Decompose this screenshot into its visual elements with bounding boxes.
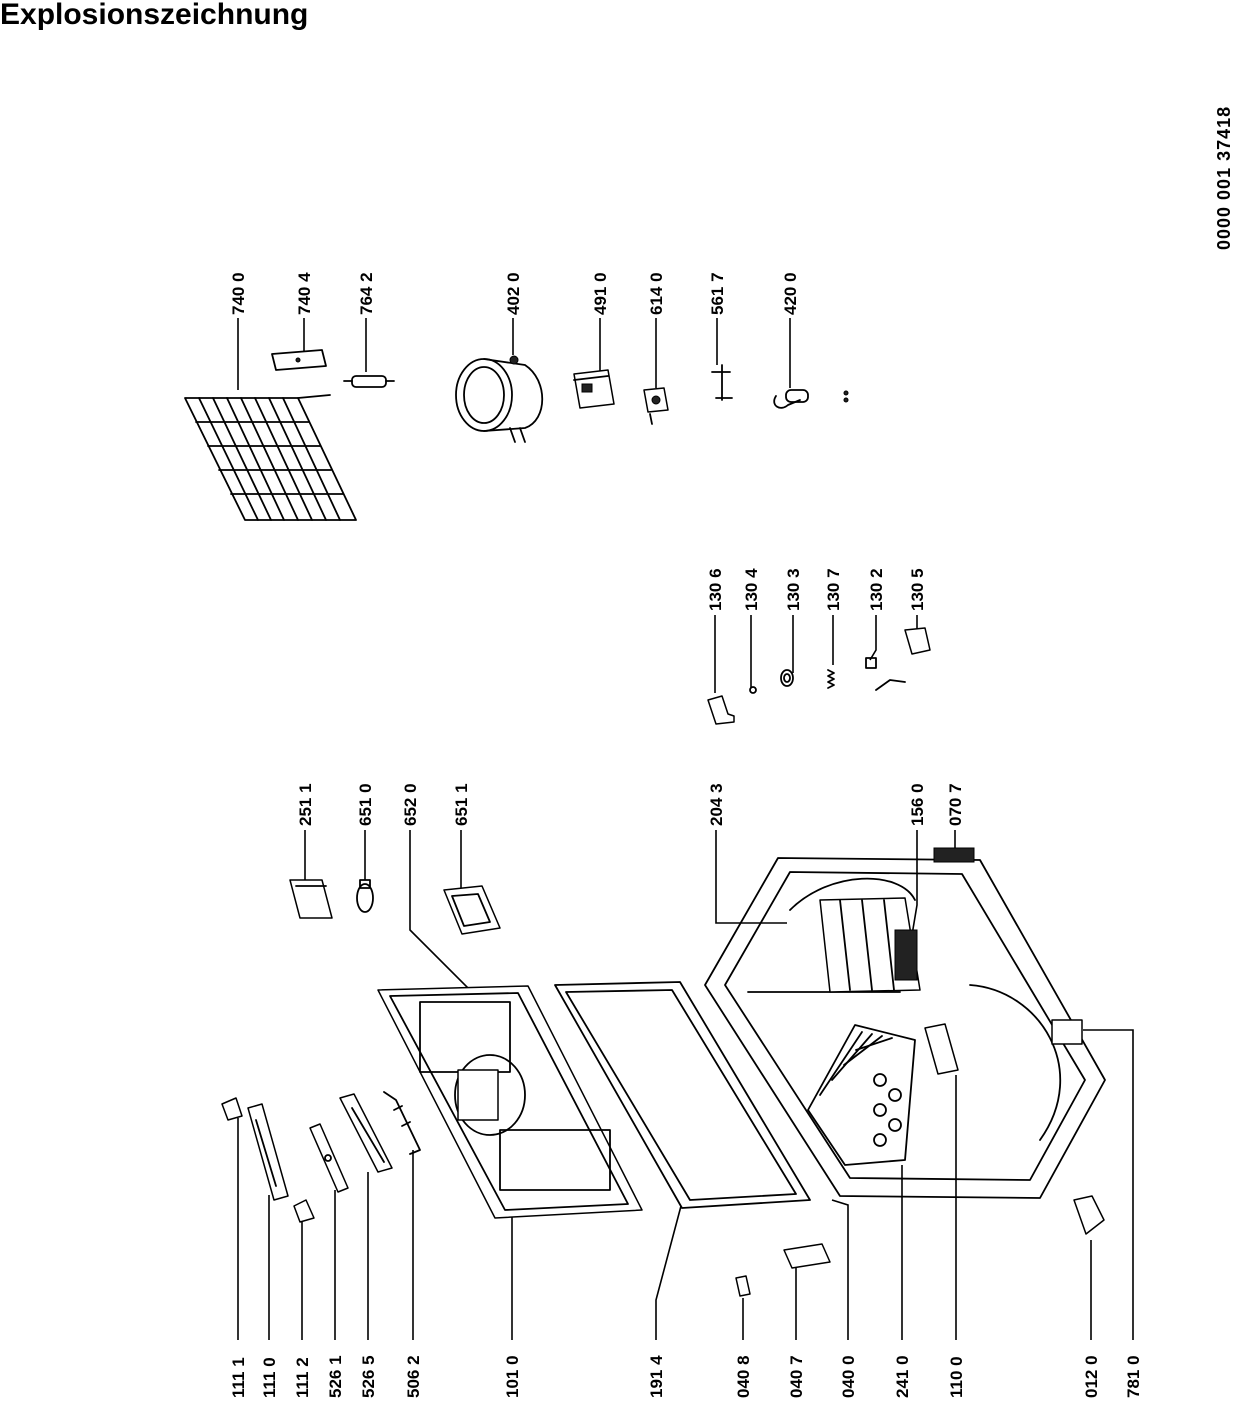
handle-bar-part-1110: [247, 1103, 289, 1201]
cabinet-body-part: [704, 847, 1106, 1199]
part-label: 251 1: [296, 783, 315, 826]
part-label: 651 0: [356, 783, 375, 826]
part-label: 070 7: [946, 783, 965, 826]
part-label: 130 5: [908, 568, 927, 611]
part-label: 561 7: [708, 272, 727, 315]
part-label: 130 6: [706, 568, 725, 611]
screw-part-1304: [749, 686, 757, 694]
part-label: 040 0: [839, 1355, 858, 1398]
part-label: 111 2: [293, 1357, 312, 1398]
part-label: 506 2: [404, 1355, 423, 1398]
hinge-cap-part-1112: [293, 1199, 315, 1223]
part-label: 740 4: [295, 272, 314, 315]
page-title: Explosionszeichnung: [0, 0, 309, 31]
part-label: 241 0: [893, 1355, 912, 1398]
part-label: 130 4: [742, 568, 761, 611]
thermostat-part: [643, 387, 669, 425]
part-label: 652 0: [401, 783, 420, 826]
part-label: 130 7: [824, 568, 843, 611]
lid-part-1010: [377, 985, 643, 1219]
part-label: 130 2: [867, 568, 886, 611]
hinge-bracket-part-1305: [904, 627, 931, 655]
part-label: 040 7: [787, 1355, 806, 1398]
hinge-arm-part-1302: [865, 657, 906, 691]
part-label: 420 0: [781, 272, 800, 315]
part-label: 191 4: [647, 1355, 666, 1398]
latch-part-0408: [735, 1275, 751, 1297]
spring-part-1303: [780, 669, 794, 687]
lock-part-5265: [339, 1093, 393, 1173]
lock-part-5261: [309, 1123, 349, 1193]
handle-part-2511: [289, 879, 333, 919]
part-label: 040 8: [734, 1355, 753, 1398]
filter-drier-part: [343, 375, 395, 388]
spring-part-1307: [827, 669, 835, 689]
part-labels: 111 1 111 0 111 2 526 1 526 5 506 2 101 …: [229, 272, 1143, 1398]
part-label: 781 0: [1124, 1355, 1143, 1398]
part-label: 614 0: [647, 272, 666, 315]
part-label: 101 0: [503, 1355, 522, 1398]
part-label: 402 0: [504, 272, 523, 315]
part-label: 526 5: [359, 1355, 378, 1398]
hinge-part-1306: [707, 695, 735, 725]
bracket-part-7404: [271, 349, 327, 371]
hinge-cap-part-1111: [221, 1097, 243, 1121]
part-label: 764 2: [357, 272, 376, 315]
leader-lines: [237, 318, 1134, 1340]
part-label: 110 0: [947, 1356, 966, 1398]
cable-holder-part: [711, 364, 733, 401]
part-label: 111 0: [260, 1357, 279, 1398]
gasket-part-1914: [554, 981, 811, 1209]
part-label: 130 3: [784, 568, 803, 611]
capacitor-part: [773, 389, 849, 409]
part-label: 111 1: [229, 1357, 248, 1398]
part-label: 526 1: [326, 1355, 345, 1398]
switch-part-5062: [383, 1091, 421, 1155]
relay-box-part: [573, 369, 615, 409]
hinge-part-0407: [783, 1243, 831, 1269]
part-label: 012 0: [1082, 1355, 1101, 1398]
part-label: 204 3: [707, 783, 726, 826]
part-label: 740 0: [229, 272, 248, 315]
condenser-coil-part: [184, 394, 357, 521]
bracket-part-0120: [1073, 1195, 1105, 1235]
lamp-cover-part-6511: [443, 885, 501, 935]
part-label: 491 0: [591, 272, 610, 315]
lamp-part-6510: [356, 879, 374, 913]
part-label: 651 1: [452, 783, 471, 826]
part-label: 156 0: [908, 783, 927, 826]
compressor-part: [455, 355, 544, 443]
